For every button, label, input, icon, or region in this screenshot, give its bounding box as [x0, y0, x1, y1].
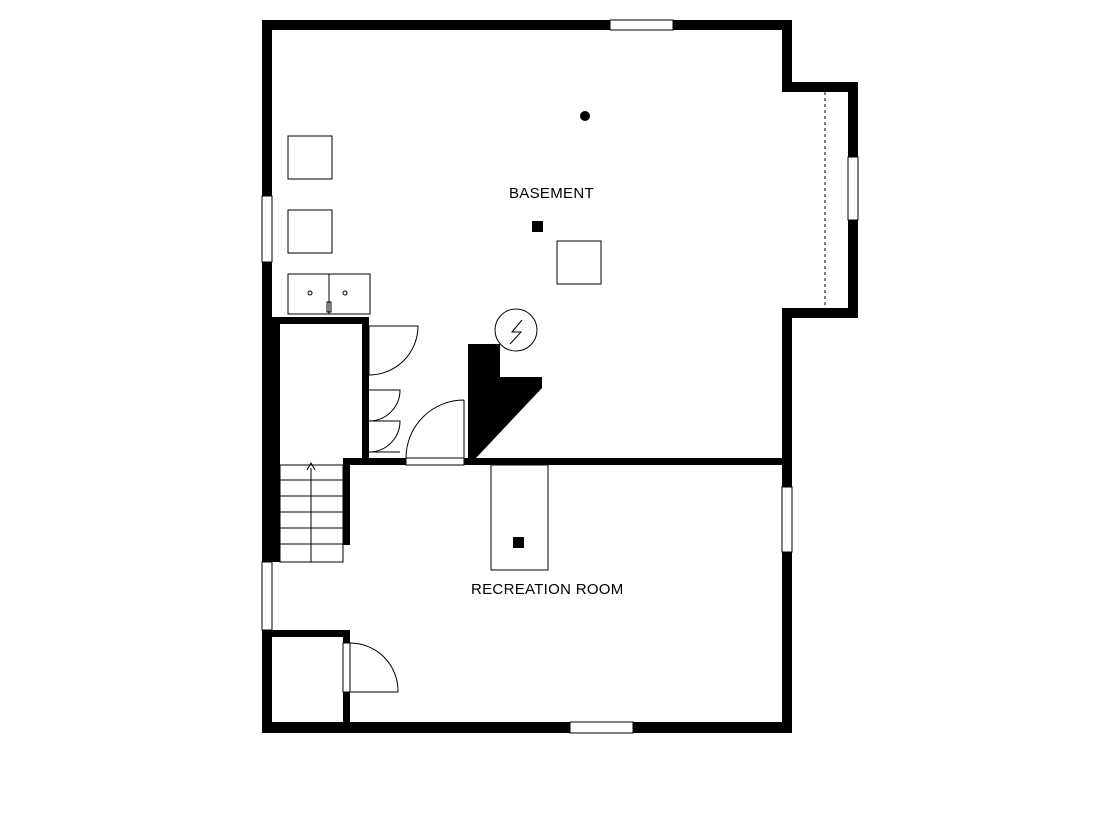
- furnace: [556, 240, 602, 285]
- window-left-basement: [261, 195, 273, 263]
- post-rec: [513, 537, 524, 548]
- wall-bottom: [262, 722, 792, 733]
- wall-bump-bottom: [782, 308, 858, 318]
- washer: [287, 135, 333, 180]
- chimney: [468, 344, 542, 458]
- window-bump: [847, 156, 859, 221]
- window-left-rec: [261, 561, 273, 631]
- wall-left: [262, 20, 272, 733]
- water-heater: [494, 308, 538, 352]
- wall-basement-rec: [345, 458, 782, 465]
- wall-closet-top: [272, 317, 369, 324]
- wall-top: [262, 20, 792, 30]
- wall-small-closet-top: [262, 630, 350, 637]
- room-label-recreation: RECREATION ROOM: [471, 581, 624, 598]
- wall-bump-top: [782, 82, 858, 92]
- walls: [262, 20, 858, 733]
- wall-closet-right: [362, 317, 369, 465]
- wall-right-upper: [782, 20, 792, 92]
- windows: [261, 19, 859, 734]
- fixtures: [279, 135, 602, 693]
- dryer: [287, 209, 333, 254]
- window-right-rec: [781, 486, 793, 553]
- wall-stair-left: [272, 317, 280, 562]
- door-opening: [405, 457, 465, 466]
- stair-arrow-icon: [306, 461, 316, 471]
- window-top: [609, 19, 674, 31]
- post-basement: [532, 221, 543, 232]
- window-bottom: [569, 721, 634, 734]
- room-label-basement: BASEMENT: [509, 185, 594, 202]
- hearth: [490, 464, 549, 571]
- ceiling-light-icon: [580, 111, 590, 121]
- wall-stair-right: [343, 458, 350, 545]
